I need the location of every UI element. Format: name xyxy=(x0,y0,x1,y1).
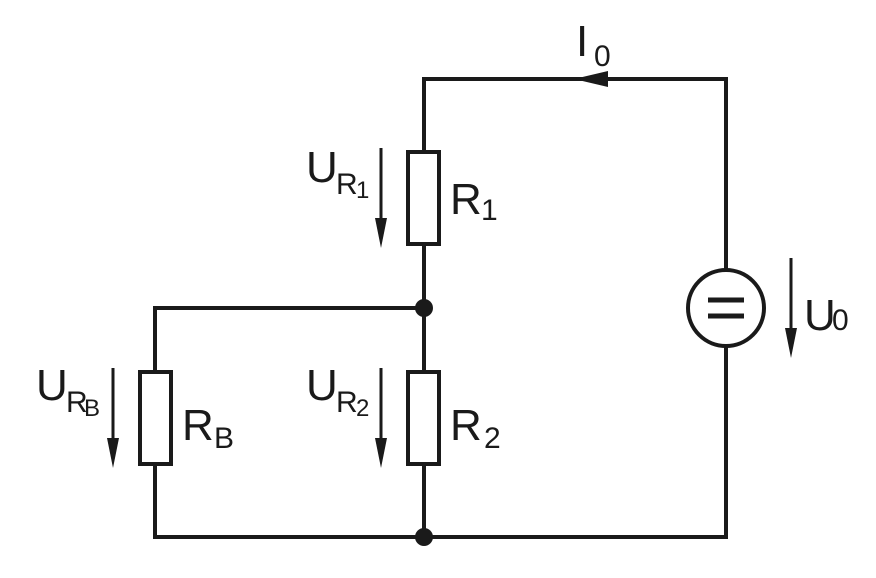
label-u-r1-sub: R xyxy=(336,168,358,201)
label-source-voltage: U xyxy=(804,291,836,340)
label-rb: R xyxy=(182,401,214,450)
junction-dot-middle xyxy=(415,299,433,317)
resistor-r1 xyxy=(406,150,441,246)
voltage-arrow-rb xyxy=(107,368,119,468)
label-u-r2-sub: R xyxy=(336,386,358,419)
label-current-sub: 0 xyxy=(594,40,611,73)
voltage-arrow-source xyxy=(785,258,797,358)
label-u-rb: U xyxy=(36,361,68,410)
resistor-r2 xyxy=(406,370,441,466)
voltage-arrow-r1 xyxy=(375,148,387,248)
label-u-r2-subsub: 2 xyxy=(356,395,369,422)
label-u-r1: U xyxy=(306,143,338,192)
label-r1: R xyxy=(450,175,482,224)
label-u-r2: U xyxy=(306,361,338,410)
wires xyxy=(153,77,728,539)
voltage-source xyxy=(686,268,766,348)
label-current: I xyxy=(576,17,588,66)
label-u-rb-sub: R xyxy=(66,386,88,419)
label-u-rb-subsub: B xyxy=(84,395,100,422)
label-r2: R xyxy=(450,401,482,450)
label-r1-sub: 1 xyxy=(481,194,498,227)
label-source-voltage-sub: 0 xyxy=(832,304,849,337)
resistor-rb xyxy=(138,370,173,466)
voltage-arrow-r2 xyxy=(375,368,387,468)
junction-dot-bottom xyxy=(415,528,433,546)
label-u-r1-subsub: 1 xyxy=(356,177,369,204)
label-rb-sub: B xyxy=(214,422,234,455)
current-arrow xyxy=(574,71,608,87)
label-r2-sub: 2 xyxy=(484,422,501,455)
